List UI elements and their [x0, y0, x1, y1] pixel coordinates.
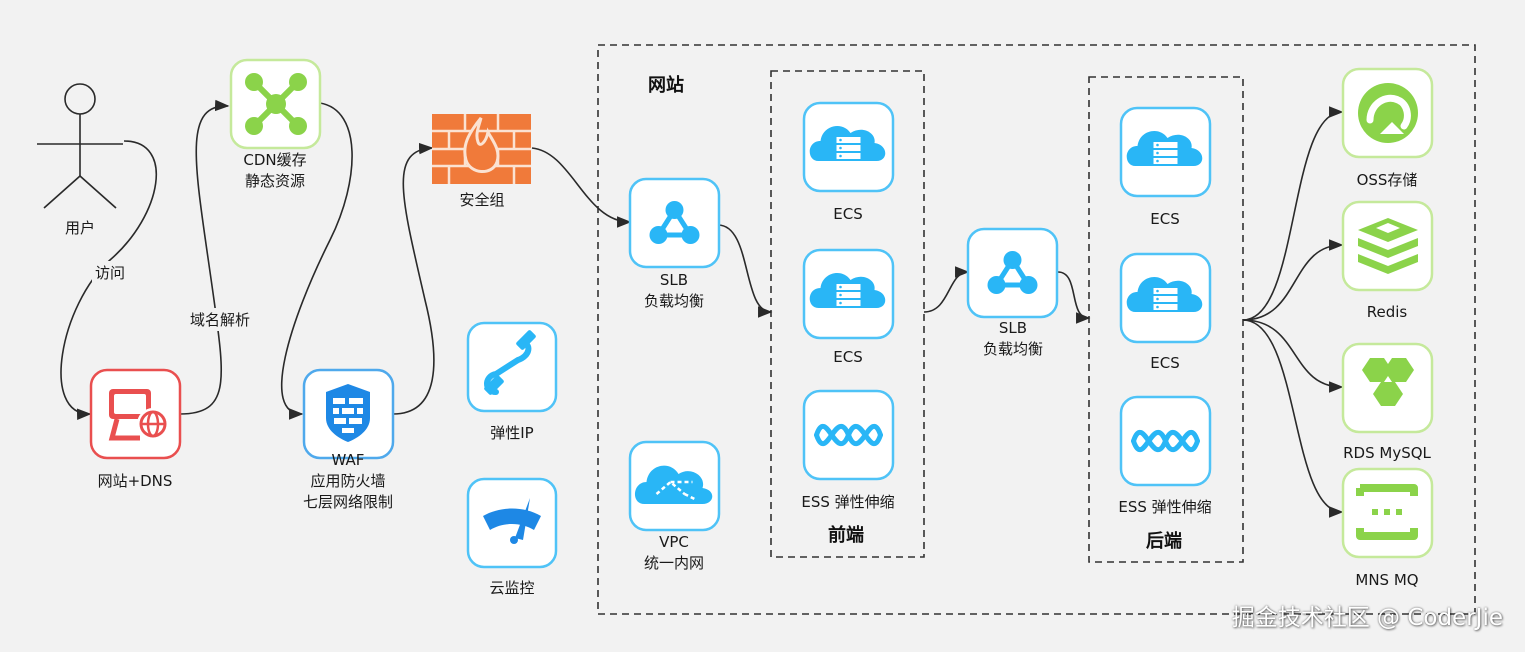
dns-node-icon — [89, 368, 182, 460]
edge-slb-back-to-backend — [1057, 271, 1091, 324]
edge-user-to-dns — [60, 140, 158, 420]
waf-label-line1: WAF — [331, 451, 365, 469]
edge-backend-to-oss — [1242, 106, 1344, 321]
mns-node-icon — [1341, 467, 1434, 559]
cdn-label-line1: CDN缓存 — [243, 151, 307, 169]
watermark: 掘金技术社区 @ CoderJie — [1231, 605, 1503, 631]
security-group-label: 安全组 — [459, 191, 505, 209]
slb-front-node-icon — [628, 177, 721, 269]
redis-node-icon — [1341, 200, 1434, 292]
waf-label-line3: 七层网络限制 — [302, 493, 394, 511]
waf-node-icon — [302, 368, 395, 460]
cloud-monitor-label: 云监控 — [489, 579, 535, 597]
ecs-back-1-label: ECS — [1150, 210, 1180, 228]
user-icon — [37, 83, 123, 209]
ess-back-node-icon — [1119, 395, 1212, 487]
ecs-back-2-label: ECS — [1150, 354, 1180, 372]
vpc-label-line2: 统一内网 — [643, 554, 705, 572]
cloud-monitor-node-icon — [466, 477, 558, 569]
slb-back-label-line1: SLB — [998, 319, 1028, 337]
edge-frontend-to-slb-back — [923, 266, 970, 313]
cdn-label: CDN缓存 静态资源 — [243, 150, 306, 192]
user-label: 用户 — [64, 219, 96, 237]
cdn-node-icon — [229, 58, 322, 150]
connectors — [60, 99, 1344, 518]
edge-security-group-to-slb — [531, 147, 632, 228]
frontend-group-title: 前端 — [828, 525, 864, 546]
eip-label: 弹性IP — [490, 424, 534, 442]
oss-label: OSS存储 — [1356, 171, 1418, 189]
edge-waf-to-security-group — [392, 142, 435, 415]
ecs-front-2-label: ECS — [833, 348, 863, 366]
resolve-edge-label: 域名解析 — [186, 308, 254, 331]
blue-icon-frames — [628, 101, 1212, 532]
slb-front-label-line1: SLB — [659, 271, 689, 289]
vpc-node-icon — [628, 440, 721, 532]
ess-front-label: ESS 弹性伸缩 — [801, 493, 895, 511]
dns-label: 网站+DNS — [97, 472, 173, 490]
slb-back-label: SLB 负载均衡 — [983, 318, 1043, 360]
redis-label: Redis — [1366, 303, 1408, 321]
edge-cdn-to-waf — [281, 102, 353, 420]
slb-front-label: SLB 负载均衡 — [644, 270, 704, 312]
ecs-front-2-node-icon — [802, 248, 895, 340]
rds-node-icon — [1341, 342, 1434, 434]
slb-back-node-icon — [966, 227, 1059, 319]
oss-node-icon — [1341, 67, 1434, 159]
slb-back-label-line2: 负载均衡 — [982, 340, 1044, 358]
visit-edge-label: 访问 — [91, 261, 129, 284]
mns-label: MNS MQ — [1355, 571, 1419, 589]
edge-backend-to-redis — [1242, 239, 1344, 321]
ecs-front-1-node-icon — [802, 101, 895, 193]
website-group-box — [597, 44, 1476, 615]
edge-backend-to-mns — [1242, 319, 1344, 518]
ess-back-label: ESS 弹性伸缩 — [1118, 498, 1212, 516]
edge-backend-to-rds — [1242, 319, 1344, 393]
waf-label-line2: 应用防火墙 — [310, 472, 386, 490]
ess-front-node-icon — [802, 389, 895, 481]
security-group-icon — [432, 114, 531, 184]
eip-node-icon — [466, 321, 558, 413]
vpc-label-line1: VPC — [659, 533, 689, 551]
slb-front-label-line2: 负载均衡 — [643, 292, 705, 310]
website-group-title: 网站 — [648, 75, 684, 96]
waf-label: WAF 应用防火墙 七层网络限制 — [303, 450, 393, 513]
vpc-label: VPC 统一内网 — [644, 532, 704, 574]
ecs-back-2-node-icon — [1119, 252, 1212, 344]
ecs-front-1-label: ECS — [833, 205, 863, 223]
backend-group-title: 后端 — [1146, 531, 1182, 552]
edge-slb-to-frontend — [717, 224, 773, 318]
ecs-back-1-node-icon — [1119, 106, 1212, 198]
cdn-label-line2: 静态资源 — [244, 172, 305, 190]
edge-dns-to-cdn — [179, 99, 230, 415]
rds-label: RDS MySQL — [1343, 444, 1431, 462]
